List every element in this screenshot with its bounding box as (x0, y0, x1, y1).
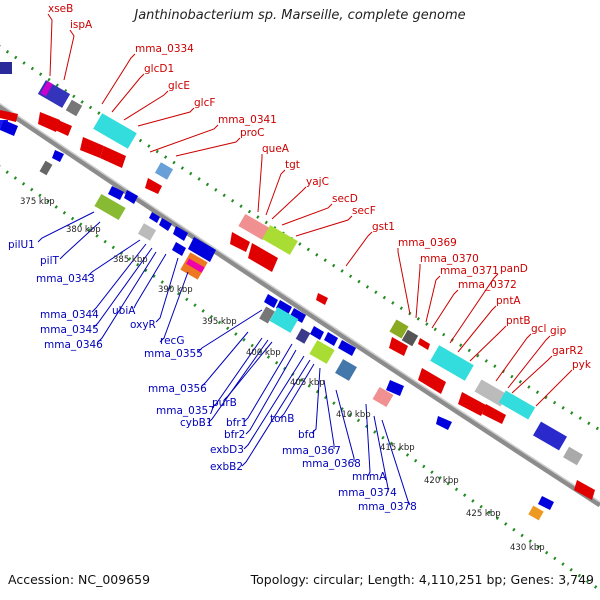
gene-label-purB: purB (212, 397, 237, 409)
tick-label: 380 kbp (66, 225, 101, 235)
gene-label-mma-0370: mma_0370 (420, 253, 479, 265)
forward-colored-blocks (0, 62, 583, 466)
genome-summary-text: Topology: circular; Length: 4,110,251 bp… (250, 572, 594, 587)
gene-label-ubiA: ubiA (112, 305, 136, 317)
reverse-strand-features (0, 120, 554, 510)
tick-label: 430 kbp (510, 543, 545, 553)
gene-label-recG: recG (160, 335, 184, 347)
gene-label-exbD3: exbD3 (210, 444, 244, 456)
forward-gene-labels: xseB ispA mma_0334 glcD1 glcE glcF mma_0… (48, 3, 592, 371)
gene-label-mma-0355: mma_0355 (144, 348, 203, 360)
gene-label-bfd: bfd (298, 429, 315, 441)
gene-label-tgt: tgt (285, 159, 300, 171)
tick-label: 400 kbp (246, 348, 281, 358)
gene-label-cybB1: cybB1 (180, 417, 213, 429)
gene-label-mma-0374: mma_0374 (338, 487, 397, 499)
forward-strand-features (0, 110, 595, 500)
gene-label-queA: queA (262, 143, 290, 155)
reverse-gene-labels: pilU1 pilT mma_0343 mma_0344 mma_0345 mm… (8, 239, 417, 513)
tick-label: 425 kbp (466, 509, 501, 519)
gene-label-mma-0369: mma_0369 (398, 237, 457, 249)
page-title: Janthinobacterium sp. Marseille, complet… (134, 8, 466, 23)
tick-label: 415 kbp (380, 443, 415, 453)
gene-label-glcE: glcE (168, 80, 190, 92)
gene-label-mma-0345: mma_0345 (40, 324, 99, 336)
gene-label-proC: proC (240, 127, 265, 139)
gene-label-bfr1: bfr1 (226, 417, 247, 429)
gene-label-mma-0368: mma_0368 (302, 458, 361, 470)
gene-label-glcF: glcF (194, 97, 215, 109)
gene-label-xseB: xseB (48, 3, 73, 15)
gene-label-mnmA: mnmA (352, 471, 387, 483)
tick-label: 405 kbp (290, 378, 325, 388)
gene-label-mma-0343: mma_0343 (36, 273, 95, 285)
tick-label: 410 kbp (336, 410, 371, 420)
gene-label-mma-0371: mma_0371 (440, 265, 499, 277)
tick-label: 375 kbp (20, 197, 55, 207)
gene-label-mma-0367: mma_0367 (282, 445, 341, 457)
gene-label-secF: secF (352, 205, 376, 217)
gene-label-garR2: garR2 (552, 345, 583, 357)
gene-label-exbB2: exbB2 (210, 461, 243, 473)
gene-label-mma-0372: mma_0372 (458, 279, 517, 291)
gene-label-secD: secD (332, 193, 358, 205)
gene-label-pyk: pyk (572, 359, 592, 371)
genome-backbone (0, 103, 600, 508)
gene-label-mma-0357: mma_0357 (156, 405, 215, 417)
gene-label-gst1: gst1 (372, 221, 395, 233)
inner-dotted-arc (0, 165, 600, 592)
gene-label-mma-0346: mma_0346 (44, 339, 103, 351)
gene-label-mma-0344: mma_0344 (40, 309, 99, 321)
tick-label: 390 kbp (158, 285, 193, 295)
gene-label-ispA: ispA (70, 19, 93, 31)
gene-label-glcD1: glcD1 (144, 63, 174, 75)
gene-label-panD: panD (500, 263, 528, 275)
gene-label-gcl: gcl (531, 323, 546, 335)
tick-labels: 375 kbp 380 kbp 385 kbp 390 kbp 395 kbp … (20, 197, 545, 553)
tick-label: 420 kbp (424, 476, 459, 486)
gene-label-mma-0378: mma_0378 (358, 501, 417, 513)
gene-label-tonB: tonB (270, 413, 294, 425)
gene-label-bfr2: bfr2 (224, 429, 245, 441)
reverse-connectors (37, 211, 411, 506)
accession-text: Accession: NC_009659 (8, 572, 151, 587)
gene-label-pntB: pntB (506, 315, 531, 327)
gene-label-mma-0356: mma_0356 (148, 383, 207, 395)
gene-label-yajC: yajC (306, 176, 329, 188)
gene-label-pntA: pntA (496, 295, 521, 307)
reverse-colored-blocks (39, 160, 544, 521)
tick-label: 385 kbp (113, 255, 148, 265)
gene-label-gip: gip (550, 325, 567, 337)
gene-label-pilU1: pilU1 (8, 239, 35, 251)
forward-connectors (47, 13, 573, 407)
gene-label-oxyR: oxyR (130, 319, 156, 331)
gene-label-mma-0341: mma_0341 (218, 114, 277, 126)
gene-label-mma-0334: mma_0334 (135, 43, 194, 55)
gene-label-pilT: pilT (40, 255, 59, 267)
tick-label: 395 kbp (202, 317, 237, 327)
